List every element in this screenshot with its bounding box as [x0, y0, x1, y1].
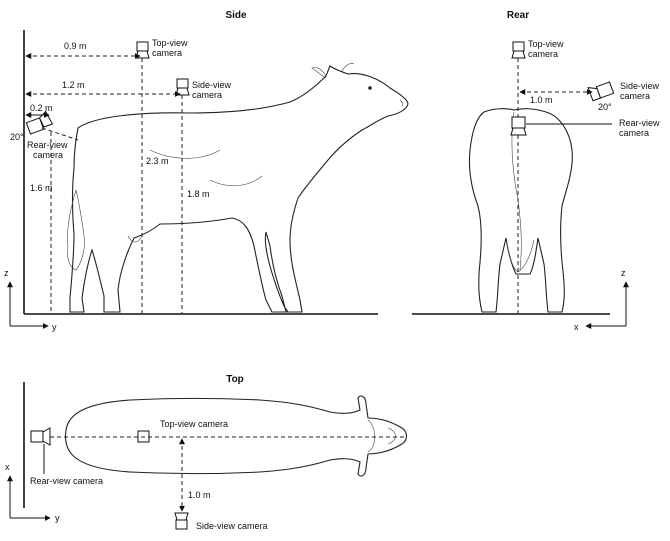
side-height-side-label: 1.8 m: [187, 189, 210, 199]
side-height-rear-label: 1.6 m: [30, 183, 53, 193]
side-dist-side-label: 1.2 m: [62, 80, 85, 90]
top-dist-side-label: 1.0 m: [188, 490, 211, 500]
rear-side-cam-label-1: Side-view: [620, 81, 660, 91]
rear-top-cam-label-2: camera: [528, 49, 558, 59]
side-dist-top-label: 0.9 m: [64, 41, 87, 51]
cow-side-illustration: [67, 63, 409, 313]
top-axis-y: y: [55, 513, 60, 523]
side-top-cam-label-2: camera: [152, 48, 182, 58]
top-side-cam-label: Side-view camera: [196, 521, 268, 531]
top-top-cam-label: Top-view camera: [160, 419, 228, 429]
rear-view-panel: Rear Top-view camera Side-view camera: [412, 10, 660, 332]
top-axis-x: x: [5, 462, 10, 472]
side-rear-view-camera: [25, 110, 54, 135]
rear-axis-x: x: [574, 322, 579, 332]
side-side-view-camera: [175, 78, 190, 96]
side-rear-cam-label-1: Rear-view: [27, 140, 68, 150]
side-view-title: Side: [225, 10, 247, 21]
side-axis-y: y: [52, 322, 57, 332]
top-rear-view-camera: [30, 427, 51, 446]
rear-view-title: Rear: [507, 10, 529, 21]
top-side-view-camera: [174, 512, 189, 530]
rear-angle-label: 20°: [598, 102, 612, 112]
cow-top-illustration: [64, 395, 408, 477]
rear-top-view-camera: [511, 41, 526, 59]
side-top-view-camera: [135, 41, 150, 59]
rear-rear-cam-label-1: Rear-view: [619, 118, 660, 128]
rear-rear-cam-label-2: camera: [619, 128, 649, 138]
side-dist-rear-label: 0.2 m: [30, 103, 53, 113]
side-view-panel: Side: [4, 10, 409, 332]
rear-axis-z: z: [621, 268, 626, 278]
top-view-title: Top: [226, 374, 244, 385]
top-rear-cam-label: Rear-view camera: [30, 476, 103, 486]
side-height-top-label: 2.3 m: [146, 156, 169, 166]
top-view-panel: Top Top-view camera Rear-view camera Sid…: [5, 374, 408, 531]
rear-rear-view-camera: [510, 116, 527, 136]
rear-top-cam-label-1: Top-view: [528, 39, 564, 49]
side-side-cam-label-2: camera: [192, 90, 222, 100]
side-angle-label: 20°: [10, 132, 24, 142]
side-axis-z: z: [4, 268, 9, 278]
rear-side-cam-label-2: camera: [620, 91, 650, 101]
rear-side-view-camera: [587, 81, 615, 102]
cow-rear-illustration: [468, 108, 573, 313]
side-top-cam-label-1: Top-view: [152, 38, 188, 48]
rear-dist-side-label: 1.0 m: [530, 95, 553, 105]
side-side-cam-label-1: Side-view: [192, 80, 232, 90]
side-rear-cam-label-2: camera: [33, 150, 63, 160]
